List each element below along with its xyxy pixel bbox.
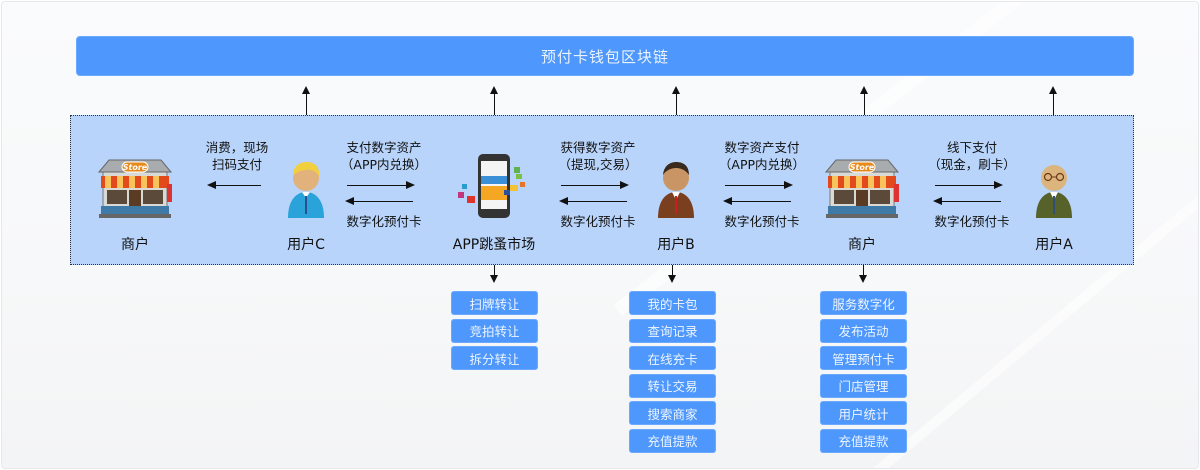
node-app-market[interactable]: APP跳蚤市场 (434, 150, 554, 254)
edge-label-top: 数字资产支付 (724, 140, 800, 155)
svg-text:Store: Store (850, 163, 875, 172)
node-label: 用户A (1035, 237, 1073, 253)
arrow-left (207, 181, 261, 189)
menu-button[interactable]: 门店管理 (820, 373, 907, 398)
arrow-right (561, 181, 629, 189)
node-merchant-left[interactable]: Store 商户 (75, 150, 195, 254)
edge-user-c-app: 支付数字资产 （APP内兑换） 数字化预付卡 (324, 137, 444, 230)
edge-merchant-user-c: 消费，现场扫码支付 (177, 137, 297, 213)
arrow-left (723, 197, 791, 205)
edge-label-bottom: 数字化预付卡 (934, 214, 1010, 229)
menu-button[interactable]: 充值提款 (629, 428, 716, 453)
menu-button[interactable]: 用户统计 (820, 401, 907, 425)
arrow-down-merchant (859, 265, 868, 283)
menu-button[interactable]: 在线充卡 (629, 346, 716, 370)
edge-label-top: 获得数字资产 (560, 140, 636, 155)
menu-button[interactable]: 查询记录 (629, 318, 716, 343)
arrow-up-app-market (490, 86, 499, 115)
arrow-down-app-market (490, 265, 499, 283)
arrow-up-user-c (302, 86, 311, 115)
arrow-left (933, 197, 1001, 205)
menu-button[interactable]: 我的卡包 (629, 291, 716, 315)
user-blond-icon (246, 150, 366, 220)
edge-label-bottom: 数字化预付卡 (346, 214, 422, 229)
node-label: 用户C (287, 237, 325, 253)
edge-label-top: 支付数字资产 (346, 140, 422, 155)
node-label: APP跳蚤市场 (452, 237, 536, 253)
store-icon: Store (75, 150, 195, 220)
menu-app-market: 扫牌转让 竞拍转让 拆分转让 (451, 291, 538, 374)
edge-label-top: （APP内兑换） (718, 157, 806, 172)
edge-label-top: （现金，刷卡） (928, 157, 1016, 172)
smartphone-app-icon (434, 150, 554, 220)
arrow-up-merchant (860, 86, 869, 115)
menu-merchant: 服务数字化 发布活动 管理预付卡 门店管理 用户统计 充值提款 (820, 291, 907, 456)
edge-label-bottom: 数字化预付卡 (560, 214, 636, 229)
arrow-right (347, 181, 415, 189)
edge-label-top: 扫码支付 (211, 157, 262, 172)
menu-button[interactable]: 管理预付卡 (820, 346, 907, 370)
edge-label-top: （提现,交易） (558, 157, 638, 172)
edge-label-bottom: 数字化预付卡 (724, 214, 800, 229)
menu-button[interactable]: 竞拍转让 (451, 318, 538, 343)
node-label: 商户 (121, 237, 149, 253)
node-label: 用户B (657, 237, 695, 253)
menu-button[interactable]: 发布活动 (820, 318, 907, 343)
menu-button[interactable]: 搜索商家 (629, 401, 716, 425)
edge-merchant-user-a: 线下支付 （现金，刷卡） 数字化预付卡 (912, 137, 1032, 230)
user-brown-icon (616, 150, 736, 220)
svg-text:Store: Store (123, 163, 148, 172)
menu-button[interactable]: 服务数字化 (820, 291, 907, 315)
node-merchant-right[interactable]: Store 商户 (802, 150, 922, 254)
menu-user-b: 我的卡包 查询记录 在线充卡 转让交易 搜索商家 充值提款 (629, 291, 716, 456)
arrow-right (935, 181, 1003, 189)
blockchain-bar[interactable]: 预付卡钱包区块链 (76, 36, 1134, 76)
menu-button[interactable]: 扫牌转让 (451, 291, 538, 315)
node-user-b[interactable]: 用户B (616, 150, 736, 254)
edge-app-user-b: 获得数字资产 （提现,交易） 数字化预付卡 (538, 137, 658, 230)
user-glasses-icon (994, 150, 1114, 220)
arrow-right (725, 181, 793, 189)
menu-button[interactable]: 拆分转让 (451, 346, 538, 370)
menu-button[interactable]: 充值提款 (820, 428, 907, 453)
arrow-up-user-b (672, 86, 681, 115)
arrow-left (559, 197, 627, 205)
flow-panel (70, 115, 1134, 265)
edge-label-top: 消费，现场 (205, 140, 269, 155)
arrow-down-user-b (668, 265, 677, 283)
edge-label-top: （APP内兑换） (340, 157, 428, 172)
menu-button[interactable]: 转让交易 (629, 373, 716, 398)
arrow-up-user-a (1049, 86, 1058, 115)
edge-user-b-merchant: 数字资产支付 （APP内兑换） 数字化预付卡 (702, 137, 822, 230)
node-user-a[interactable]: 用户A (994, 150, 1114, 254)
store-icon: Store (802, 150, 922, 220)
arrow-left (345, 197, 413, 205)
edge-label-top: 线下支付 (946, 140, 997, 155)
node-label: 商户 (848, 237, 876, 253)
node-user-c[interactable]: 用户C (246, 150, 366, 254)
